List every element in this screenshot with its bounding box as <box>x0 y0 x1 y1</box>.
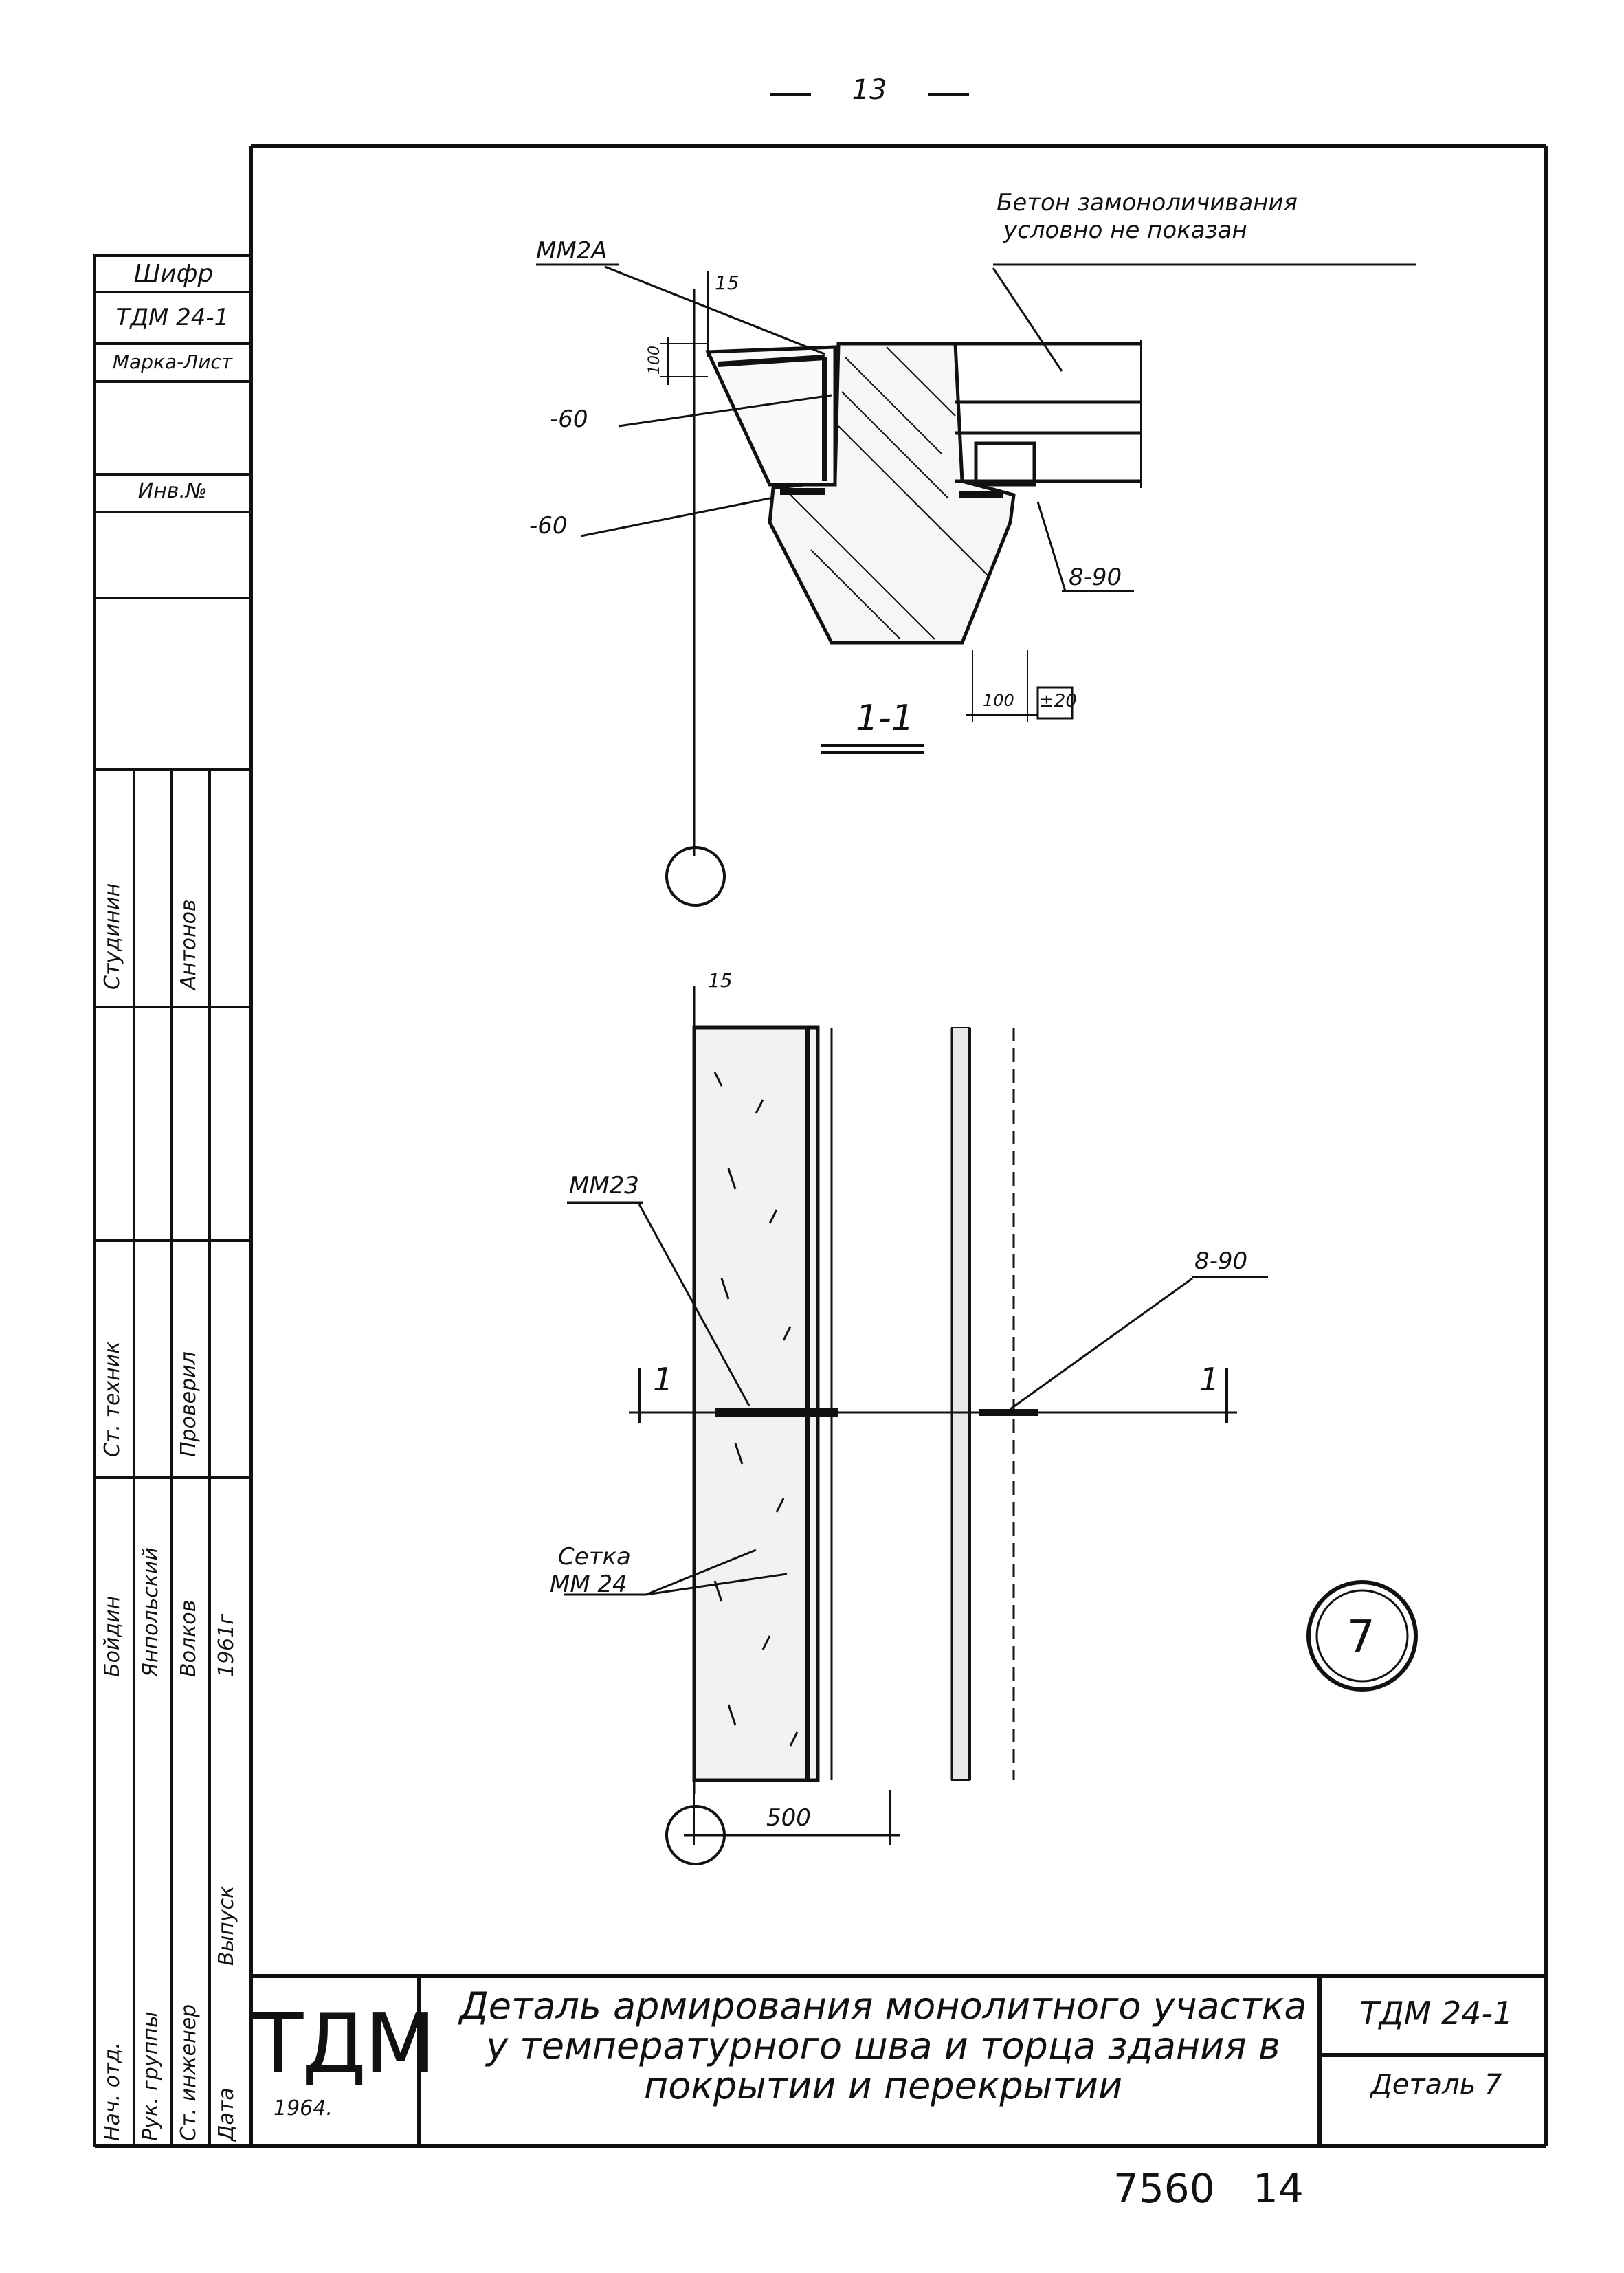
sidebar-name-3: Волков <box>177 1599 201 1677</box>
section-label: 1-1 <box>856 698 914 739</box>
title-line-2: у температурного шва и торца здания в <box>486 2024 1280 2067</box>
note-concrete-line1: Бетон замоноличивания <box>997 189 1298 217</box>
sidebar-role-check: Проверил <box>177 1351 201 1457</box>
label-mesh-top: ММ2А <box>536 237 608 265</box>
sidebar-role-1: Нач. отд. <box>100 2042 124 2141</box>
archive-stamp: 7560 14 <box>1113 2165 1304 2212</box>
dim-500: 500 <box>766 1804 811 1832</box>
sidebar-role-3: Ст. инженер <box>177 2004 201 2141</box>
sidebar-role-2: Рук. группы <box>139 2011 163 2141</box>
label-weld-2: -60 <box>529 512 568 540</box>
cut-mark-right: 1 <box>1199 1361 1220 1398</box>
sidebar-name-1: Бойдин <box>100 1595 124 1677</box>
title-block-year: 1964. <box>274 2096 333 2120</box>
sidebar-cipher-label: Шифр <box>133 260 214 288</box>
sidebar-role-tech: Ст. техник <box>100 1341 124 1457</box>
tolerance-box: ±20 <box>1039 691 1077 711</box>
section-1-1 <box>536 263 1416 907</box>
page-number: 13 <box>770 74 969 106</box>
dim-15-top: 15 <box>715 271 739 294</box>
dim-100-bottom: 100 <box>983 691 1014 710</box>
detail-number: 7 <box>1347 1612 1375 1663</box>
sidebar-inv-no: Инв.№ <box>137 479 208 503</box>
sidebar-name-check: Антонов <box>177 899 201 990</box>
cut-mark-left: 1 <box>653 1361 674 1398</box>
title-block-logo: ТДМ <box>253 1997 436 2092</box>
title-line-1: Деталь армирования монолитного участка <box>459 1984 1307 2028</box>
sidebar-cipher-value: ТДМ 24-1 <box>115 304 230 331</box>
sidebar-name-tech: Студинин <box>100 883 124 990</box>
note-concrete-line2: условно не показан <box>1003 217 1247 244</box>
title-block-code: ТДМ 24-1 <box>1359 1995 1513 2032</box>
sidebar-role-4: Дата <box>214 2087 238 2141</box>
title-block-sheet: Деталь 7 <box>1370 2069 1502 2100</box>
label-grid-1: Сетка <box>558 1543 631 1571</box>
label-grid-2: ММ 24 <box>550 1571 627 1598</box>
label-weld-1: -60 <box>550 406 588 433</box>
sidebar-frame <box>93 254 252 2147</box>
sidebar-name-4: 1961г <box>214 1613 238 1677</box>
title-block-title: Деталь армирования монолитного участка у… <box>440 1986 1326 2106</box>
dim-15-bottom: 15 <box>708 969 733 992</box>
dim-100-top: 100 <box>646 346 663 375</box>
sidebar-name-2: Янпольский <box>139 1547 163 1677</box>
title-line-3: покрытии и перекрытии <box>643 2064 1123 2107</box>
label-mesh-plan: ММ23 <box>569 1172 639 1199</box>
label-rebar-top: 8-90 <box>1069 564 1122 591</box>
label-rebar-plan: 8-90 <box>1194 1248 1248 1275</box>
plan-view <box>564 986 1418 1865</box>
sidebar-mark-sheet: Марка-Лист <box>112 351 233 373</box>
sidebar-issue: Выпуск <box>214 1885 238 1966</box>
